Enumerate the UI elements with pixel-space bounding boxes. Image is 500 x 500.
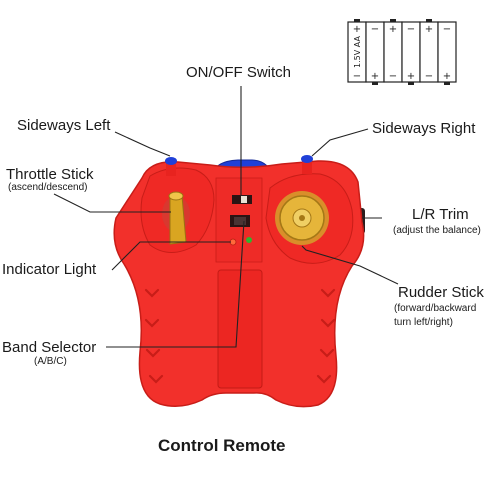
band-selector-knob[interactable]: [234, 217, 246, 225]
leader-sideways-right: [311, 128, 369, 157]
diagram-title: Control Remote: [158, 436, 286, 455]
battery-cell: +−: [383, 19, 403, 83]
battery-cell: −+: [365, 21, 385, 85]
leader-lines: [53, 86, 399, 348]
battery-polarity-top: +: [425, 24, 433, 35]
band-selector-label: Band Selector: [2, 339, 97, 356]
battery-cell: −+: [437, 21, 457, 85]
battery-polarity-bottom: +: [371, 71, 379, 82]
battery-cells: +−1.5V AA−++−−++−−+: [347, 19, 457, 85]
leader-indicator: [111, 241, 231, 271]
lr-trim-sublabel: (adjust the balance): [393, 225, 481, 236]
throttle-stick-label: Throttle Stick: [6, 166, 94, 183]
leader-band-selector: [106, 220, 245, 348]
sideways-right-post: [302, 160, 312, 174]
battery-polarity-top: +: [353, 24, 361, 35]
rudder-stick[interactable]: [275, 191, 329, 245]
sideways-left-label: Sideways Left: [17, 117, 111, 134]
left-grip-chevrons: [144, 288, 164, 384]
indicator-light-green: [246, 237, 252, 243]
battery-polarity-top: −: [371, 24, 379, 35]
leader-sideways-left: [114, 131, 171, 157]
lr-trim-label: L/R Trim: [412, 206, 469, 223]
rudder-stick-label: Rudder Stick: [398, 284, 484, 301]
rudder-stick-sublabel-1: (forward/backward: [394, 303, 477, 314]
band-selector-sublabel: (A/B/C): [34, 356, 67, 367]
battery-polarity-bottom: +: [407, 71, 415, 82]
leader-throttle: [53, 193, 171, 213]
lower-center-inset: [217, 269, 263, 389]
sideways-right-button[interactable]: [301, 155, 313, 163]
battery-polarity-bottom: −: [353, 71, 361, 82]
right-grip-chevrons: [316, 288, 336, 384]
battery-voltage-label: 1.5V AA: [353, 36, 362, 68]
battery-pack-diagram: +−1.5V AA−++−−++−−+: [347, 19, 457, 85]
rudder-stick-sublabel-2: turn left/right): [394, 317, 453, 328]
battery-cell: + − 1.5V AA: [347, 19, 367, 83]
battery-polarity-top: −: [407, 24, 415, 35]
throttle-stick[interactable]: [162, 191, 190, 245]
battery-polarity-bottom: −: [425, 71, 433, 82]
battery-polarity-bottom: −: [389, 71, 397, 82]
sideways-left-button[interactable]: [165, 157, 177, 165]
throttle-stick-sublabel: (ascend/descend): [8, 182, 88, 193]
battery-polarity-top: +: [389, 24, 397, 35]
sideways-right-label: Sideways Right: [372, 120, 476, 137]
battery-polarity-top: −: [443, 24, 451, 35]
sideways-left-post: [166, 162, 176, 176]
on-off-switch-knob[interactable]: [241, 196, 247, 203]
battery-cell: +−: [419, 19, 439, 83]
battery-cell: −+: [401, 21, 421, 85]
remote-controller: [113, 155, 365, 408]
indicator-light-label: Indicator Light: [2, 261, 97, 278]
leader-rudder: [301, 245, 399, 285]
on-off-switch-label: ON/OFF Switch: [186, 64, 292, 81]
battery-polarity-bottom: +: [443, 71, 451, 82]
